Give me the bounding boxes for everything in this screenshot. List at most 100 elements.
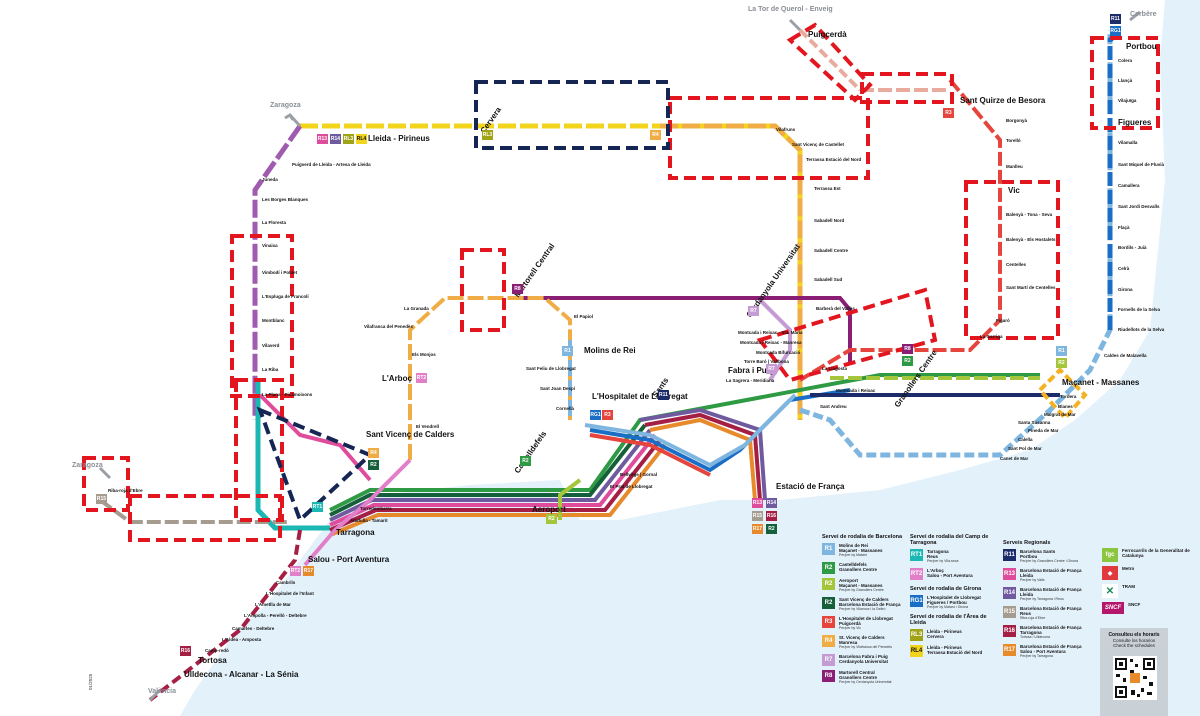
station-sabadell-centre[interactable]: Sabadell Centre <box>814 248 849 253</box>
station-borges-blanques[interactable]: Les Borges Blanques <box>262 197 309 202</box>
station-celra[interactable]: Celrà <box>1118 266 1130 271</box>
station-calella[interactable]: Calella <box>1018 437 1033 442</box>
station-cornella[interactable]: Cornellà <box>556 406 575 411</box>
station-vic[interactable]: Vic <box>1008 186 1020 195</box>
station-els-monjos[interactable]: Els Monjos <box>412 352 436 357</box>
station-arboc[interactable]: L'Arboç <box>382 374 412 383</box>
station-tarragona[interactable]: Tarragona <box>336 528 375 537</box>
station-estacio-franca[interactable]: Estació de França <box>776 482 845 491</box>
station-molins[interactable]: Molins de Rei <box>584 346 636 355</box>
station-sant-marti-centelles[interactable]: Sant Martí de Centelles <box>1006 285 1056 290</box>
badge-r17-salou: R17 <box>303 566 314 576</box>
station-espluga[interactable]: L'Espluga de Francolí <box>262 294 309 299</box>
station-montblanc[interactable]: Montblanc <box>262 318 285 323</box>
station-sant-joan-despi[interactable]: Sant Joan Despí <box>540 386 576 391</box>
station-santa-susanna[interactable]: Santa Susanna <box>1018 420 1051 425</box>
station-sabadell-nord[interactable]: Sabadell Nord <box>814 218 845 223</box>
station-pineda[interactable]: Pineda de Mar <box>1028 428 1059 433</box>
station-tordera[interactable]: Tordera <box>1060 394 1077 399</box>
station-figaro[interactable]: Figaró <box>996 318 1010 323</box>
station-la-garriga[interactable]: La Garriga <box>980 334 1003 339</box>
station-montcada-sta-maria[interactable]: Montcada i Reixac - Sta. Maria <box>738 330 803 335</box>
station-llanca[interactable]: Llançà <box>1118 78 1133 83</box>
station-flaca[interactable]: Flaçà <box>1118 225 1130 230</box>
station-hospitalet-infant[interactable]: L'Hospitalet de l'Infant <box>266 591 314 596</box>
station-sant-feliu[interactable]: Sant Feliu de Llobregat <box>526 366 576 371</box>
station-portbou[interactable]: Portbou <box>1126 42 1157 51</box>
station-lleida[interactable]: Lleida - Pirineus <box>368 134 430 143</box>
station-caldes-malavella[interactable]: Caldes de Malavella <box>1104 353 1147 358</box>
station-colera[interactable]: Colera <box>1118 58 1133 63</box>
station-terrassa-est[interactable]: Terrassa Est <box>814 186 841 191</box>
station-ampolla[interactable]: L'Ampolla - Perelló - Deltebre <box>244 613 307 618</box>
station-figueres[interactable]: Figueres <box>1118 118 1152 127</box>
station-la-sagrera[interactable]: La Sagrera - Meridiana <box>726 378 775 383</box>
station-juneda[interactable]: Juneda <box>262 177 278 182</box>
sncf-icon: SNCF <box>1102 602 1124 614</box>
station-torredembarra[interactable]: Torredembarra <box>360 506 392 511</box>
station-tortosa[interactable]: Tortosa <box>198 656 227 665</box>
station-vinaixa[interactable]: Vinaixa <box>262 243 278 248</box>
station-sant-andreu[interactable]: Sant Andreu <box>820 404 847 409</box>
station-sabadell-sud[interactable]: Sabadell Sud <box>814 277 843 282</box>
station-vilaverd[interactable]: Vilaverd <box>262 343 280 348</box>
station-malgrat[interactable]: Malgrat de Mar <box>1044 412 1076 417</box>
station-la-plana[interactable]: La Plana - Picamoixons <box>262 392 313 397</box>
station-centelles[interactable]: Centelles <box>1006 262 1027 267</box>
station-fornells[interactable]: Fornells de la Selva <box>1118 307 1161 312</box>
station-puigcerda[interactable]: Puigcerdà <box>808 30 847 39</box>
station-la-llagosta[interactable]: La Llagosta <box>822 366 848 371</box>
station-sant-vicenc[interactable]: Sant Vicenç de Calders <box>366 430 455 439</box>
station-camp-redo[interactable]: Camp-redó <box>205 648 229 653</box>
station-sant-quirze[interactable]: Sant Quirze de Besora <box>960 96 1046 105</box>
station-sant-miquel-fluvia[interactable]: Sant Miquel de Fluvià <box>1118 162 1165 167</box>
station-vilafruns[interactable]: Vilafruns <box>776 127 796 132</box>
station-vilajuiga[interactable]: Vilajuïga <box>1118 98 1137 103</box>
schedule-qr-panel[interactable]: Consulteu els horaris Consulte los horar… <box>1100 628 1168 716</box>
station-bellvitge[interactable]: Bellvitge | Gornal <box>620 472 658 477</box>
station-montcada-reixac[interactable]: Montcada i Reixac <box>836 388 876 393</box>
station-hospitalet[interactable]: L'Hospitalet de Llobregat <box>592 392 688 401</box>
station-vilamalla[interactable]: Vilamalla <box>1118 140 1138 145</box>
station-la-riba[interactable]: La Riba <box>262 367 279 372</box>
station-fabra-puig[interactable]: Fabra i Puig <box>728 366 774 375</box>
qr-code-icon[interactable] <box>1113 656 1157 700</box>
station-blanes[interactable]: Blanes <box>1058 404 1073 409</box>
station-cambrils[interactable]: Cambrils <box>276 580 296 585</box>
station-ametlla[interactable]: L'Ametlla de Mar <box>255 602 291 607</box>
station-torello[interactable]: Torelló <box>1006 138 1021 143</box>
station-altafulla[interactable]: Altafulla - Tamarit <box>350 518 388 523</box>
station-la-granada[interactable]: La Granada <box>404 306 429 311</box>
station-el-prat[interactable]: El Prat de Llobregat <box>610 484 653 489</box>
station-sant-pol[interactable]: Sant Pol de Mar <box>1008 446 1042 451</box>
station-ulldecona[interactable]: Ulldecona - Alcanar - La Sénia <box>184 670 299 679</box>
station-sant-vicenc-castellet[interactable]: Sant Vicenç de Castellet <box>792 142 844 147</box>
station-puigverd[interactable]: Puigverd de Lleida - Artesa de Lleida <box>292 162 371 167</box>
station-el-vendrell[interactable]: El Vendrell <box>416 424 440 429</box>
station-vilafranca[interactable]: Vilafranca del Penedès <box>364 324 413 329</box>
station-manlleu[interactable]: Manlleu <box>1006 164 1023 169</box>
station-riba-roja[interactable]: Riba-roja d'Ebre <box>108 488 143 493</box>
station-girona[interactable]: Girona <box>1118 287 1133 292</box>
station-balenya-hostalets[interactable]: Balenyà - Els Hostalets <box>1006 237 1056 242</box>
station-bordils[interactable]: Bordils - Juià <box>1118 245 1147 250</box>
station-borgonya[interactable]: Borgonyà <box>1006 118 1028 123</box>
station-barbera[interactable]: Barberà del Vallès <box>816 306 855 311</box>
station-canet[interactable]: Canet de Mar <box>1000 456 1029 461</box>
station-montcada-manresa[interactable]: Montcada i Reixac - Manresa <box>740 340 802 345</box>
station-salou[interactable]: Salou - Port Aventura <box>308 555 390 564</box>
station-riudellots[interactable]: Riudellots de la Selva <box>1118 327 1165 332</box>
station-aldea[interactable]: L'Aldea - Amposta <box>222 637 262 642</box>
station-montcada-bifurcacio[interactable]: Montcada Bifurcació <box>756 350 801 355</box>
station-camarles[interactable]: Camarles - Deltebre <box>232 626 275 631</box>
station-terrassa-nord[interactable]: Terrassa Estació del Nord <box>806 157 862 162</box>
station-sant-jordi-desvalls[interactable]: Sant Jordi Desvalls <box>1118 204 1160 209</box>
station-vimbodi[interactable]: Vimbodí i Poblet <box>262 270 298 275</box>
station-la-floresta[interactable]: La Floresta <box>262 220 287 225</box>
station-aeroport[interactable]: Aeroport <box>532 505 566 514</box>
station-torre-baro[interactable]: Torre Baró | Vallbona <box>744 359 789 364</box>
station-camallera[interactable]: Camallera <box>1118 183 1140 188</box>
station-balenya-tona[interactable]: Balenyà - Tona - Seva <box>1006 212 1053 217</box>
station-macanet[interactable]: Maçanet - Massanes <box>1062 378 1140 387</box>
station-el-papiol[interactable]: El Papiol <box>574 314 594 319</box>
